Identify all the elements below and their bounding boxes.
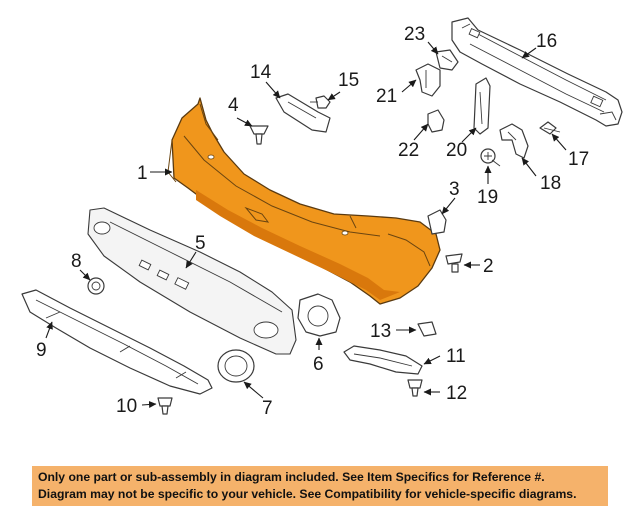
callout-16: 16 [536, 31, 557, 52]
part-11-reflector-strip [343, 345, 423, 375]
callout-6: 6 [313, 354, 324, 375]
part-17-bolt [539, 121, 561, 135]
callout-23: 23 [404, 24, 425, 45]
callout-5: 5 [195, 233, 206, 254]
part-23-bracket [435, 49, 459, 71]
part-10-bolt [157, 397, 173, 415]
callout-19: 19 [477, 187, 498, 208]
callout-11: 11 [446, 346, 466, 367]
callout-18: 18 [540, 173, 561, 194]
part-1-bumper-cover [167, 97, 441, 305]
part-19-screw [480, 148, 501, 167]
part-6-reflector [297, 293, 341, 337]
callout-17: 17 [568, 149, 589, 170]
callout-15: 15 [338, 70, 359, 91]
disclaimer-line-1: Only one part or sub-assembly in diagram… [38, 470, 545, 484]
part-15-bolt [310, 95, 331, 109]
callout-10: 10 [116, 396, 137, 417]
part-21-bracket [415, 63, 441, 97]
part-3-clip [427, 209, 447, 235]
disclaimer-line-2: Diagram may not be specific to your vehi… [38, 487, 577, 501]
part-5-valance-panel [87, 207, 297, 355]
callout-8: 8 [71, 251, 82, 272]
callout-13: 13 [370, 321, 391, 342]
callout-2: 2 [483, 256, 494, 277]
part-9-lower-diffuser [21, 289, 213, 395]
callout-22: 22 [398, 140, 419, 161]
callout-3: 3 [449, 179, 460, 200]
callout-labels: 1 2 3 4 5 6 7 8 9 10 11 12 13 14 15 16 1… [36, 24, 589, 419]
part-22-clip [427, 109, 445, 133]
part-12-screw [407, 379, 423, 397]
part-2-screw [445, 253, 463, 273]
part-16-reinforcement-beam [451, 17, 623, 127]
callout-14: 14 [250, 62, 272, 83]
part-14-bracket [275, 93, 331, 133]
part-18-side-bracket [499, 123, 529, 159]
callout-4: 4 [228, 95, 239, 116]
callout-9: 9 [36, 340, 47, 361]
callout-7: 7 [262, 398, 273, 419]
leader-lines [45, 41, 567, 408]
callout-21: 21 [376, 86, 397, 107]
callout-1: 1 [137, 163, 148, 184]
part-20-mounting-bracket [473, 77, 491, 135]
part-4-push-clip [249, 125, 269, 145]
callout-12: 12 [446, 383, 467, 404]
disclaimer-banner: Only one part or sub-assembly in diagram… [32, 466, 608, 506]
callout-20: 20 [446, 140, 467, 161]
part-13-clip-nut [417, 321, 437, 337]
part-8-grommet [87, 277, 105, 295]
part-7-bezel-ring [217, 349, 255, 383]
